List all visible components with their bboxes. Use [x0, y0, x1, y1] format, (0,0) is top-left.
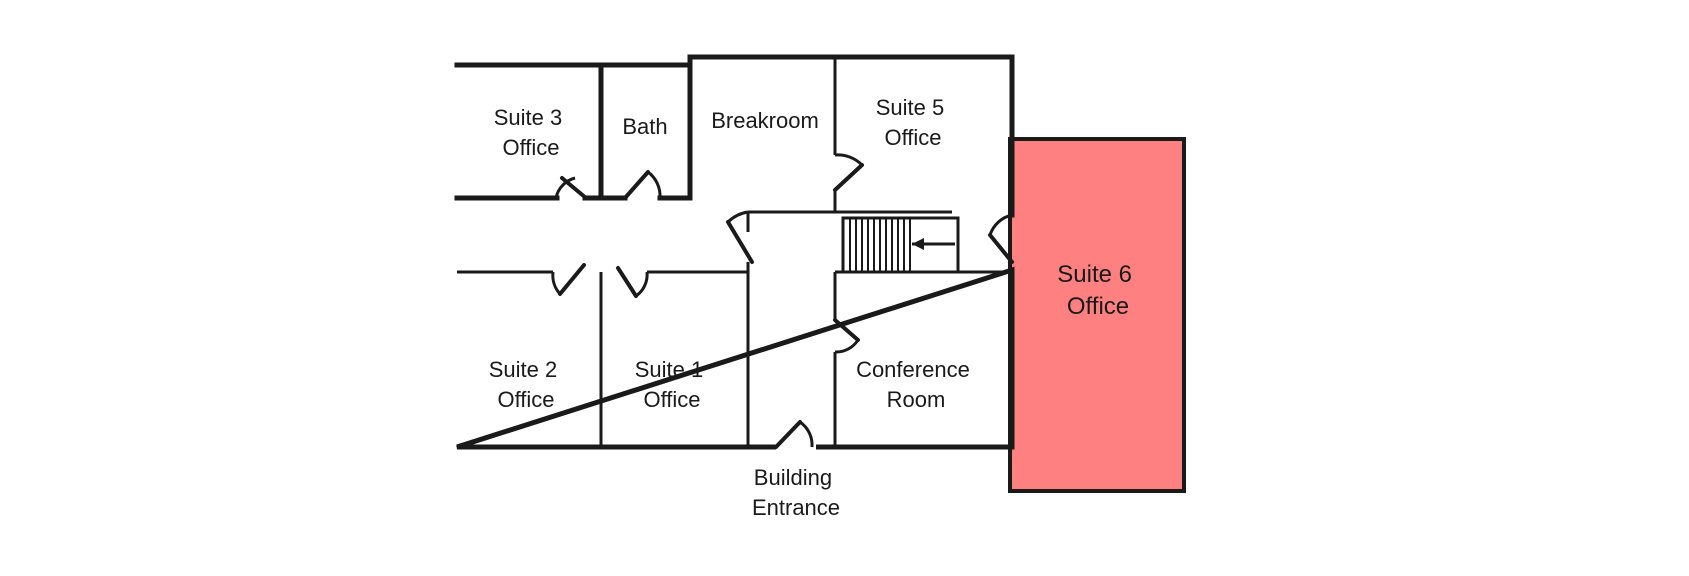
- label-suite2: Suite 2 Office: [489, 357, 564, 412]
- door-suite2[interactable]: [551, 263, 586, 296]
- door-suite3[interactable]: [554, 176, 588, 200]
- label-suite5: Suite 5 Office: [876, 95, 951, 150]
- door-entrance[interactable]: [774, 420, 816, 453]
- door-conference[interactable]: [833, 318, 860, 354]
- label-breakroom: Breakroom: [711, 108, 819, 133]
- label-suite1: Suite 1 Office: [635, 357, 710, 412]
- stair-treads: [849, 218, 911, 272]
- door-suite6[interactable]: [988, 213, 1014, 264]
- door-suite5[interactable]: [833, 153, 864, 192]
- label-suite3: Suite 3 Office: [494, 105, 569, 160]
- suite-6-area[interactable]: [1008, 137, 1186, 493]
- door-suite1[interactable]: [616, 266, 649, 298]
- door-bath[interactable]: [623, 170, 662, 200]
- label-bath: Bath: [622, 114, 667, 139]
- label-conference: Conference Room: [856, 357, 976, 412]
- label-suite6: Suite 6 Office: [1057, 261, 1138, 320]
- label-entrance: Building Entrance: [752, 465, 840, 520]
- stair-arrowhead: [912, 238, 924, 250]
- door-corridor[interactable]: [726, 210, 754, 264]
- stairs: [841, 216, 960, 274]
